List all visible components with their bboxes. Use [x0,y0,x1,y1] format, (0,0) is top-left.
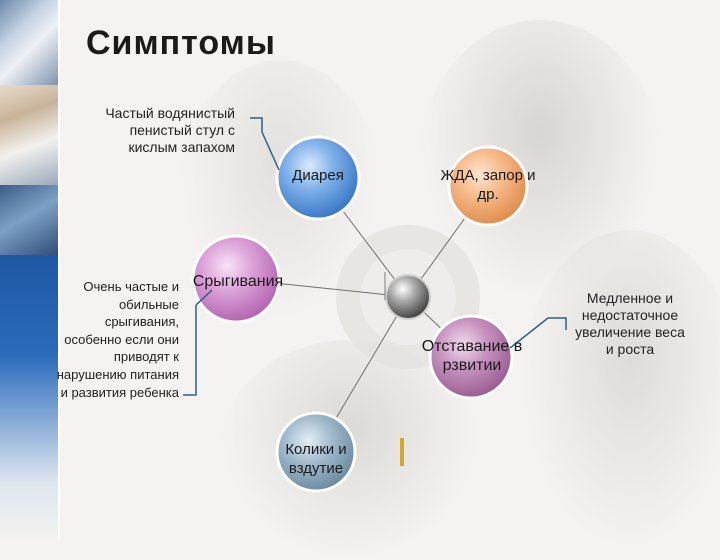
node-diarrhea-label: Диарея [292,167,344,184]
accent-bar [400,438,404,466]
node-zhda-label: ЖДА, запор и др. [440,167,536,203]
hub-sphere [385,274,431,320]
node-colic-circle [275,411,357,493]
connector-regurgitation [195,289,213,306]
description-growth: Медленное и недостаточное увеличение вес… [575,290,685,357]
node-regurgitation-circle [191,234,281,324]
diagram-canvas [183,117,567,493]
photo-strip [0,0,60,540]
node-growth-circle [428,314,514,400]
connector-diarrhea [250,117,280,171]
strip-blue-band [0,255,60,540]
background-figure [520,230,720,550]
connector-growth [509,317,567,349]
page-title: Симптомы [86,24,276,62]
node-diarrhea-circle [275,135,361,221]
node-zhda-circle [447,145,529,227]
photo-surgeon [0,0,60,85]
description-diarrhea: Частый водянистый пенистый стул с кислым… [105,105,235,155]
description-regurgitation: Очень частые и обильные срыгивания, особ… [56,279,179,400]
photo-patient [0,185,60,255]
strip-divider [58,0,60,540]
node-regurgitation-label: Срыгивания [192,273,284,290]
node-colic-label: Колики и вздутие [285,441,347,477]
node-growth-label: Отставание в рзвитии [421,338,523,374]
photo-doctors [0,85,60,185]
connector-regurgitation-bracket [183,305,197,396]
